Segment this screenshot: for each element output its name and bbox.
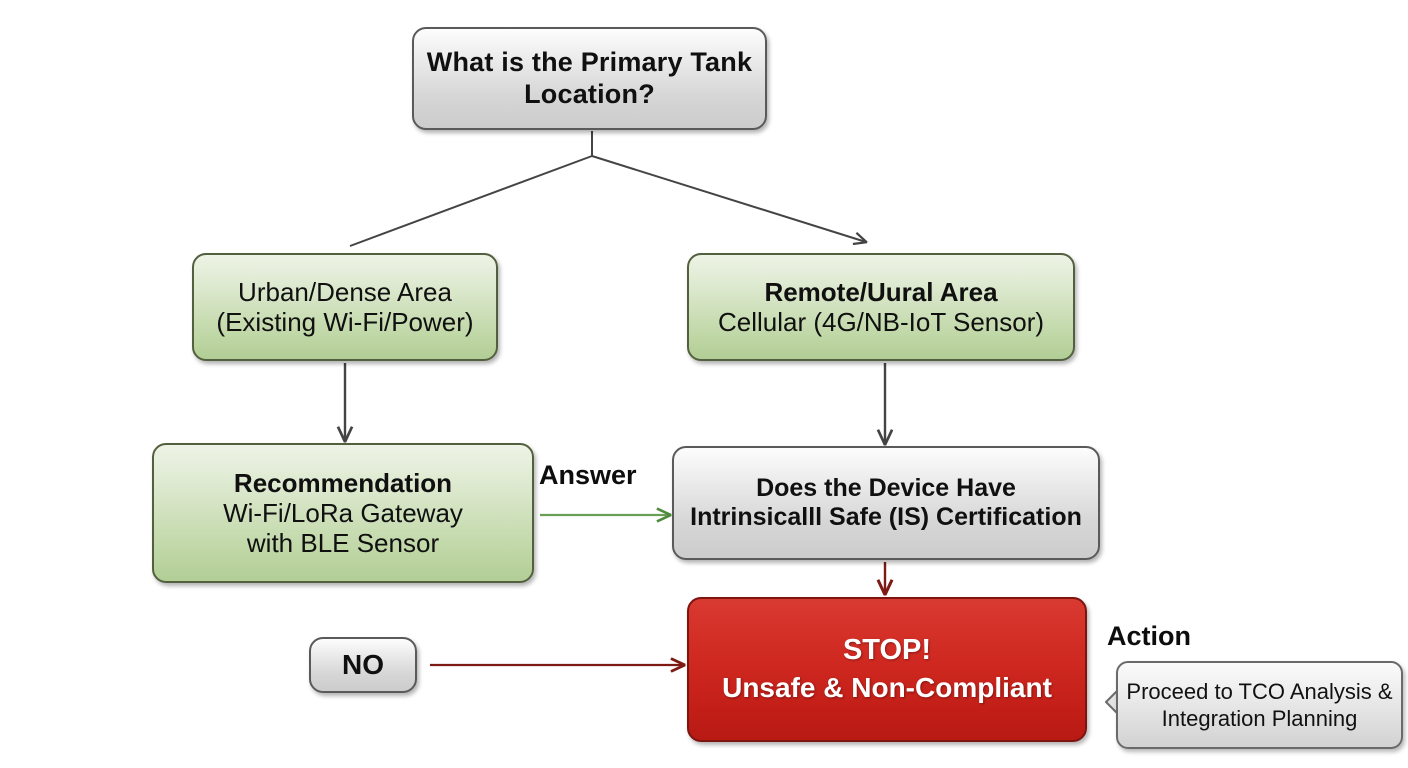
callout-body: Proceed to TCO Analysis & Integration Pl… <box>1116 661 1403 749</box>
edge-label-action: Action <box>1107 621 1191 651</box>
node-remote-line2: Cellular (4G/NB-IoT Sensor) <box>717 307 1045 337</box>
edge-label-answer: Answer <box>539 460 637 490</box>
node-is-line1: Does the Device Have <box>756 474 1016 502</box>
node-stop-line2: Unsafe & Non-Compliant <box>722 672 1052 704</box>
node-recommendation-line2: Wi-Fi/LoRa Gateway <box>223 497 463 528</box>
node-no[interactable]: NO <box>309 637 417 693</box>
node-recommendation[interactable]: Recommendation Wi-Fi/LoRa Gateway with B… <box>152 443 534 583</box>
node-is-line2: Intrinsicalll Safe (IS) Certification <box>690 503 1082 531</box>
edge-root-to-urban <box>349 155 593 247</box>
node-primary-tank-location[interactable]: What is the Primary Tank Location? <box>412 27 767 130</box>
node-is-certification-question[interactable]: Does the Device Have Intrinsicalll Safe … <box>672 446 1100 560</box>
node-root-line2: Location? <box>524 78 655 109</box>
node-remote-rural-area[interactable]: Remote/Uural Area Cellular (4G/NB-IoT Se… <box>687 253 1075 361</box>
node-remote-line1: Remote/Uural Area <box>764 276 998 307</box>
node-urban-dense-area[interactable]: Urban/Dense Area (Existing Wi-Fi/Power) <box>192 253 498 361</box>
node-urban-line1: Urban/Dense Area <box>238 276 452 307</box>
callout-proceed-to-tco[interactable]: Proceed to TCO Analysis & Integration Pl… <box>1105 661 1403 749</box>
node-stop-line1: STOP! <box>842 634 932 667</box>
callout-line1: Proceed to TCO Analysis & <box>1126 678 1393 704</box>
node-stop-unsafe[interactable]: STOP! Unsafe & Non-Compliant <box>687 597 1087 742</box>
callout-line2: Integration Planning <box>1161 706 1358 731</box>
edge-root-to-remote <box>591 155 866 242</box>
node-root-line1: What is the Primary Tank <box>426 47 753 78</box>
node-recommendation-line1: Recommendation <box>233 467 453 498</box>
node-urban-line2: (Existing Wi-Fi/Power) <box>216 307 474 337</box>
node-recommendation-line3: with BLE Sensor <box>246 528 440 559</box>
node-no-label: NO <box>342 648 384 680</box>
